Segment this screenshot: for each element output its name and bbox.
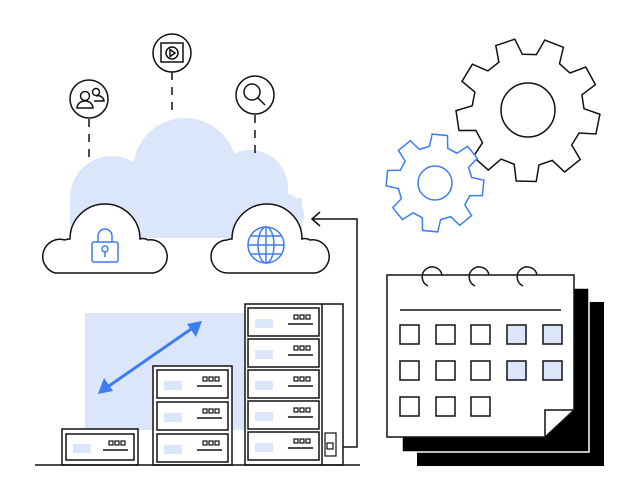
server-rack-icon [61, 303, 344, 466]
server-label [255, 350, 273, 359]
dashed-connectors [88, 72, 256, 163]
server-led [202, 440, 208, 446]
calendar-day-cell [542, 360, 563, 381]
gear-hub-blue [417, 165, 453, 201]
server-led [208, 440, 214, 446]
users-icon [69, 79, 109, 119]
server-led [299, 438, 305, 444]
calendar-rings [421, 266, 538, 287]
server-label [255, 381, 273, 390]
server-led [214, 408, 220, 414]
server-led [214, 376, 220, 382]
server-led [293, 407, 299, 413]
server-label [255, 412, 273, 421]
server-label [255, 443, 273, 452]
calendar-day-cell [435, 396, 456, 417]
globe-icon [247, 226, 285, 264]
calendar-day-cell [399, 324, 420, 345]
server-led [305, 438, 311, 444]
calendar-icon [386, 266, 604, 466]
calendar-day-cell [542, 324, 563, 345]
calendar-day-cell [506, 324, 527, 345]
search-icon [235, 75, 275, 115]
server-led [214, 440, 220, 446]
lock-icon [91, 228, 119, 263]
calendar-day-cell [470, 360, 491, 381]
server-led [120, 440, 126, 446]
server-label [164, 381, 182, 390]
calendar-day-cell [435, 324, 456, 345]
server-led [293, 314, 299, 320]
server-led [299, 376, 305, 382]
server-led [202, 408, 208, 414]
server-led [114, 440, 120, 446]
server-led [305, 345, 311, 351]
server-led [305, 314, 311, 320]
globe-cloud [210, 203, 330, 274]
calendar-day-cell [506, 360, 527, 381]
server-led [293, 376, 299, 382]
folded-corner [544, 409, 576, 439]
lock-cloud [42, 203, 168, 274]
calendar-day-cell [399, 396, 420, 417]
calendar-day-cell [470, 324, 491, 345]
double-arrow-icon [98, 321, 202, 394]
calendar-day-cell [470, 396, 491, 417]
server-led [299, 345, 305, 351]
server-unit [156, 401, 229, 431]
server-led [208, 376, 214, 382]
server-led [202, 376, 208, 382]
server-label [73, 444, 91, 453]
rack-port-socket [326, 442, 334, 450]
server-led [208, 408, 214, 414]
calendar-day-cell [399, 360, 420, 381]
server-label [164, 445, 182, 454]
server-label [164, 413, 182, 422]
server-led [305, 376, 311, 382]
server-led [293, 438, 299, 444]
server-label [255, 319, 273, 328]
connector-arrow [310, 211, 358, 448]
server-led [299, 314, 305, 320]
calendar-day-cell [435, 360, 456, 381]
server-led [293, 345, 299, 351]
gear-hub [500, 82, 556, 138]
server-led [108, 440, 114, 446]
server-led [299, 407, 305, 413]
video-play-icon [152, 33, 192, 73]
server-led [305, 407, 311, 413]
